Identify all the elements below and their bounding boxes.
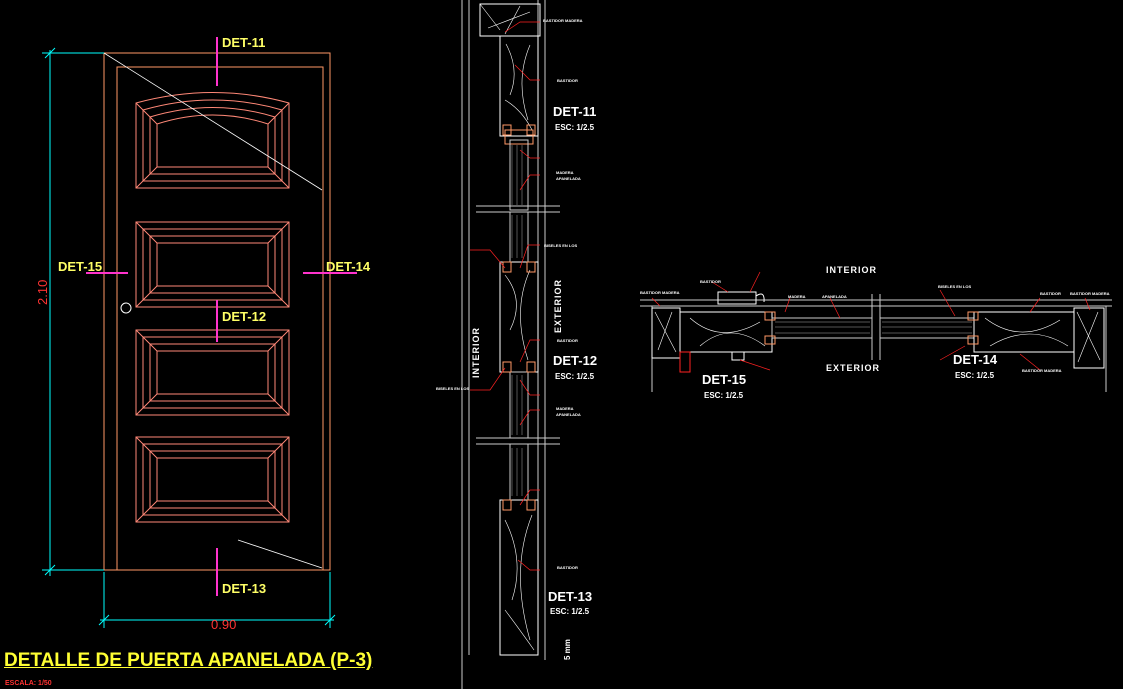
det-15-label: DET-15 — [702, 372, 747, 387]
note-v8: MADERA — [556, 406, 574, 411]
door-panel-2 — [135, 221, 290, 308]
det-13-scale: ESC: 1/2.5 — [550, 607, 590, 616]
det-14-scale: ESC: 1/2.5 — [955, 371, 995, 380]
door-panel-3 — [135, 329, 290, 416]
vertical-interior-label: INTERIOR — [471, 326, 481, 378]
note-h2: BASTIDOR — [700, 279, 721, 284]
door-panel-arched — [135, 92, 290, 189]
mid-rail-section-1 — [499, 261, 539, 373]
left-stile-section — [679, 311, 773, 353]
note-v1: BASTIDOR MADERA — [543, 18, 583, 23]
note-h6: BASTIDOR — [1040, 291, 1061, 296]
door-leaf — [116, 66, 324, 571]
note-h8: BASTIDOR MADERA — [1022, 368, 1062, 373]
note-h7: BASTIDOR MADERA — [1070, 291, 1110, 296]
elevation-callout-lines — [86, 37, 357, 596]
lock-body — [717, 291, 757, 305]
vertical-exterior-label: EXTERIOR — [553, 278, 563, 333]
door-panel-4 — [135, 436, 290, 523]
callout-det-11: DET-11 — [222, 35, 266, 50]
elevation-dimensions — [42, 47, 336, 628]
top-frame-section — [479, 3, 541, 37]
horizontal-interior-label: INTERIOR — [826, 265, 878, 275]
bottom-gap-dimension: 5 mm — [563, 639, 572, 660]
note-v5: BISELES EN LOS — [544, 243, 578, 248]
horizontal-exterior-label: EXTERIOR — [826, 363, 881, 373]
callout-det-15: DET-15 — [58, 259, 103, 274]
det-15-scale: ESC: 1/2.5 — [704, 391, 744, 400]
door-elevation — [103, 52, 331, 571]
vertical-section — [461, 0, 560, 689]
drawing-title: DETALLE DE PUERTA APANELADA (P-3) — [4, 650, 373, 671]
note-h4: APANELADA — [822, 294, 847, 299]
height-dimension: 2.10 — [35, 279, 50, 305]
det-12-scale: ESC: 1/2.5 — [555, 372, 595, 381]
note-v2: BASTIDOR — [557, 78, 578, 83]
note-v9: APANELADA — [556, 412, 581, 417]
callout-det-14: DET-14 — [326, 259, 371, 274]
det-14-label: DET-14 — [953, 352, 998, 367]
note-v6: BASTIDOR — [557, 338, 578, 343]
vertical-section-leaders — [470, 21, 540, 571]
horizontal-section-leaders — [651, 271, 1091, 371]
note-v4: APANELADA — [556, 176, 581, 181]
top-rail-section — [499, 35, 539, 137]
det-12-label: DET-12 — [553, 353, 598, 368]
bottom-rail-section — [499, 499, 539, 656]
note-v10: BASTIDOR — [557, 565, 578, 570]
det-11-scale: ESC: 1/2.5 — [555, 123, 595, 132]
callout-det-13: DET-13 — [222, 581, 267, 596]
door-knob — [120, 302, 132, 314]
note-h1: BASTIDOR MADERA — [640, 290, 680, 295]
note-h5: BISELES EN LOS — [938, 284, 972, 289]
det-11-label: DET-11 — [553, 104, 597, 119]
det-13-label: DET-13 — [548, 589, 593, 604]
callout-det-12: DET-12 — [222, 309, 267, 324]
horizontal-section — [640, 291, 1112, 392]
note-v7: BISELES EN LOS — [436, 386, 470, 391]
note-v3: MADERA — [556, 170, 574, 175]
width-dimension: 0.90 — [211, 617, 237, 632]
drawing-scale: ESCALA: 1/50 — [5, 680, 52, 687]
note-h3: MADERA — [788, 294, 806, 299]
